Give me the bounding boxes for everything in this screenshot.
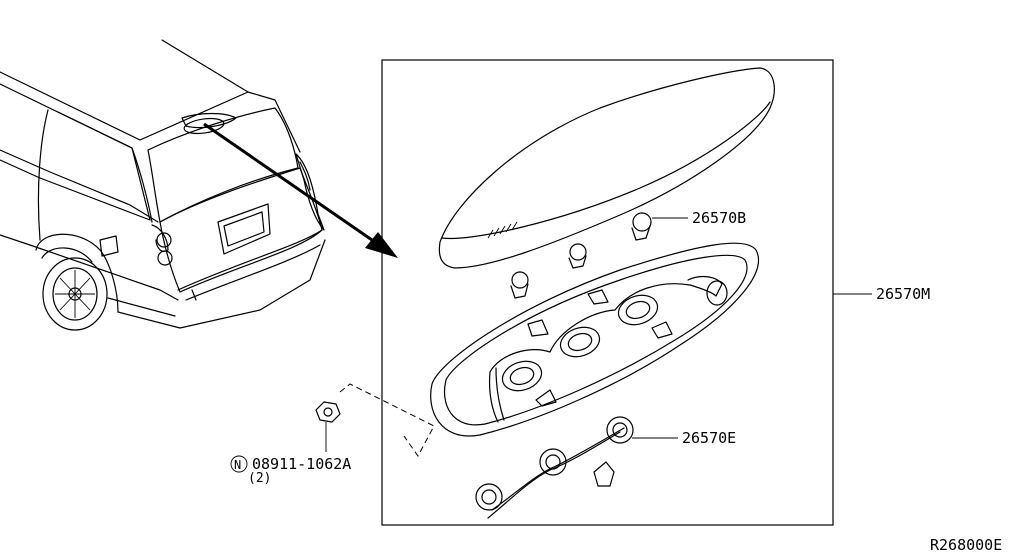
nut-quantity: (2) (248, 471, 271, 486)
callout-assembly: 26570M (876, 285, 930, 303)
callout-socket: 26570E (682, 429, 736, 447)
socket-harness (475, 416, 634, 519)
lamp-housing (430, 242, 759, 437)
callout-nut: N 08911-1062A (2) (230, 455, 351, 486)
callout-lens: 26570B (692, 209, 746, 227)
detail-frame (381, 59, 834, 526)
leader-lines (632, 217, 872, 439)
drawing-code: R268000E (930, 536, 1002, 554)
vehicle-illustration (0, 39, 326, 331)
nut-hardware (315, 383, 435, 457)
nut-part-number: 08911-1062A (252, 455, 351, 473)
nut-symbol: N (234, 458, 241, 472)
lamp-lens-cover (438, 67, 775, 269)
bulb (510, 271, 529, 299)
bulb (568, 243, 587, 269)
bulb (631, 212, 652, 241)
bulb-group (510, 212, 652, 299)
